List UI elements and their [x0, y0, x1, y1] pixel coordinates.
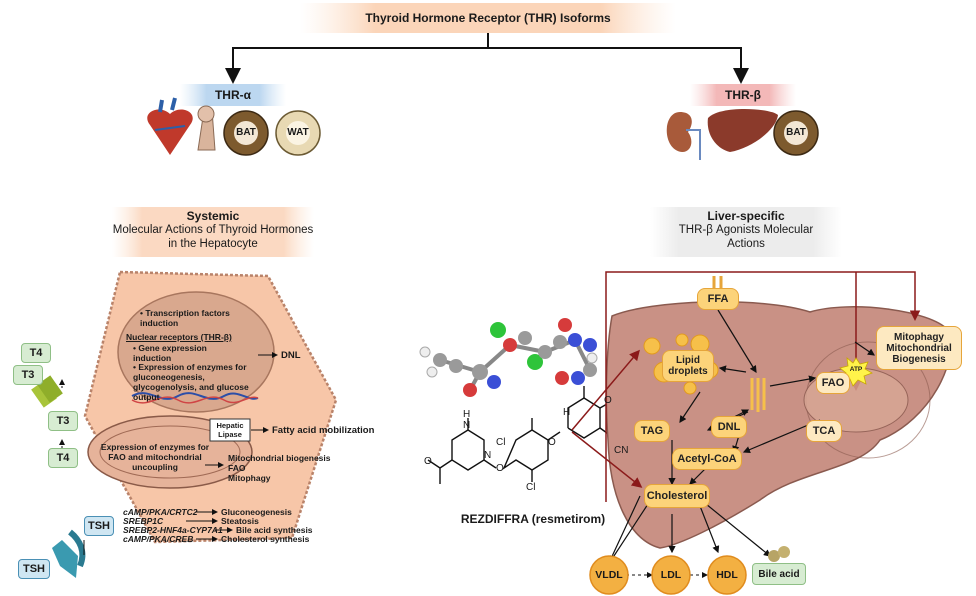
atp-label: ATP	[849, 366, 863, 373]
atom-h2: H	[563, 407, 571, 418]
ffa-molecule-icon	[712, 276, 723, 290]
pathway-1-effect: Gluconeogenesis	[221, 507, 292, 517]
node-dnl: DNL	[711, 416, 747, 438]
pathway-2-name: SREBP1C	[123, 516, 164, 526]
atom-o4: O	[604, 395, 612, 406]
page-title: Thyroid Hormone Receptor (THR) Isoforms	[365, 11, 611, 25]
liver-icon	[707, 109, 778, 152]
heart-icon	[147, 97, 193, 155]
pathway-3-name: SREBP2-HNF4a-CYP7A1	[123, 525, 223, 535]
atom-cl1: Cl	[496, 437, 506, 448]
nucleus-bullet-1: • Transcription factors induction	[140, 308, 230, 328]
bat-icon-beta	[773, 110, 819, 156]
bat-icon-alpha	[223, 110, 269, 156]
pathway-1-name: cAMP/PKA/CRTC2	[123, 507, 198, 517]
pathway-3-effect: Bile acid synthesis	[236, 525, 313, 535]
tsh-receptor-icon	[52, 529, 86, 578]
bile-acid-box: Bile acid	[752, 563, 806, 585]
nucleus-receptor-heading: Nuclear receptors (THR-β)	[126, 332, 232, 342]
bat-alpha-label: BAT	[236, 127, 256, 138]
node-tca: TCA	[806, 420, 842, 442]
drug-name: REZDIFFRA (resmetirom)	[460, 512, 606, 526]
bone-icon	[197, 105, 216, 151]
fatty-acid-icon	[750, 378, 766, 412]
atom-o2: O	[424, 456, 432, 467]
liver-specific-title: Liver-specific	[707, 209, 785, 223]
molecule-structure	[427, 386, 615, 484]
vldl-label: VLDL	[595, 569, 623, 581]
t3-box-mid: T3	[48, 411, 78, 431]
node-fao: FAO	[816, 372, 850, 394]
molecule-3d-model	[419, 318, 598, 397]
tsh-box-outer: TSH	[18, 559, 50, 579]
wat-icon	[275, 110, 321, 156]
wat-label: WAT	[287, 127, 309, 138]
thr-beta-label: THR-β	[725, 88, 761, 102]
hepatic-lipase-label: Hepatic Lipase	[216, 421, 244, 439]
kidney-icon	[666, 112, 701, 160]
bat-beta-label: BAT	[786, 127, 806, 138]
t4-box-mid: T4	[48, 448, 78, 468]
nucleus-bullet-3: • Expression of enzymes for gluconeogene…	[133, 362, 249, 402]
pathway-4-name: cAMP/PKA/CREB	[123, 534, 194, 544]
thr-alpha-label: THR-α	[214, 88, 252, 102]
liver-specific-subtitle: THR-β Agonists Molecular Actions	[678, 224, 814, 250]
mito-text: Expression of enzymes for FAO and mitoch…	[100, 442, 210, 472]
node-cholesterol: Cholesterol	[644, 484, 710, 508]
ldl-label: LDL	[660, 569, 682, 581]
bile-acid-icon	[768, 546, 790, 562]
pathway-4-effect: Cholesterol synthesis	[221, 534, 310, 544]
nucleus-bullet-2: • Gene expression induction	[133, 343, 207, 363]
fatty-acid-mobilization: Fatty acid mobilization	[272, 425, 375, 436]
atom-cl2: Cl	[526, 482, 536, 493]
t3-box-top: T3	[13, 365, 43, 385]
pathway-2-effect: Steatosis	[221, 516, 259, 526]
atom-h1: H	[463, 409, 471, 420]
node-lipid-droplets: Lipid droplets	[662, 350, 714, 382]
atom-o: O	[496, 463, 504, 474]
systemic-subtitle: Molecular Actions of Thyroid Hormones in…	[112, 224, 314, 250]
systemic-title: Systemic	[186, 209, 240, 223]
atom-n1: N	[463, 420, 471, 431]
dnl-label-hepatocyte: DNL	[281, 350, 301, 361]
tsh-box-inner: TSH	[84, 516, 114, 536]
atom-o3: O	[548, 437, 556, 448]
node-tag: TAG	[634, 420, 670, 442]
node-acetyl-coa: Acetyl-CoA	[672, 448, 742, 470]
node-mitophagy: Mitophagy Mitochondrial Biogenesis	[876, 326, 962, 370]
mito-effects: Mitochondrial biogenesis FAO Mitophagy	[228, 453, 331, 483]
atom-n2: N	[484, 450, 492, 461]
node-ffa: FFA	[697, 288, 739, 310]
hdl-label: HDL	[716, 569, 738, 581]
atom-cn: CN	[614, 445, 629, 456]
t4-box-top: T4	[21, 343, 51, 363]
t3-transporter-icon	[31, 375, 63, 408]
